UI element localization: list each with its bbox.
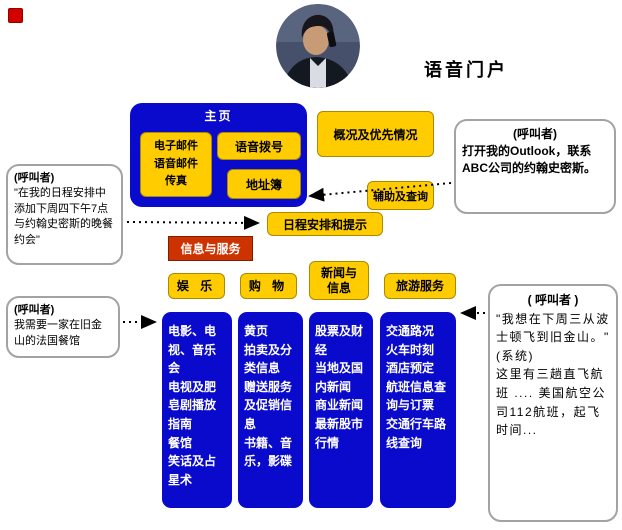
callout-text: 我需要一家在旧金山的法国餐馆 [14,319,102,347]
schedule-reminder-node: 日程安排和提示 [267,212,383,236]
callout-flight-request: ( 呼叫者 ) "我想在下周三从波士顿飞到旧金山。" (系统) 这里有三趟直飞航… [488,284,618,522]
corner-red-icon [8,8,23,23]
callout-text: "我想在下周三从波士顿飞到旧金山。" (系统) 这里有三趟直飞航班 .... 美… [496,311,610,438]
callout-speaker: (呼叫者) [513,127,557,141]
page-title: 语音门户 [424,60,508,80]
callout-speaker: (呼叫者) [14,172,55,184]
category-travel: 旅游服务 [384,273,456,299]
shopping-items-list: 黄页 拍卖及分类信息 赠送服务及促销信息 书籍、音乐，影碟 [238,312,303,508]
entertainment-items-list: 电影、电视、音乐会 电视及肥皂剧播放指南 餐馆 笑话及占星术 [162,312,232,508]
news-items-list: 股票及财经 当地及国内新闻 商业新闻 最新股市行情 [309,312,373,508]
callout-speaker: (呼叫者) [14,304,55,316]
person-on-phone-icon [276,4,360,88]
address-book-node: 地址簿 [227,169,301,199]
callout-text: 打开我的Outlook，联系ABC公司的约翰史密斯。 [462,143,596,175]
voice-dial-node: 语音拨号 [217,132,301,160]
category-shopping: 购 物 [240,273,297,299]
overview-priority-node: 概况及优先情况 [317,111,434,157]
category-entertainment: 娱 乐 [168,273,225,299]
arrow-to-schedule [126,215,260,230]
callout-schedule-request: (呼叫者) "在我的日程安排中添加下周四下午7点与约翰史密斯的晚餐约会" [6,164,123,265]
home-label: 主页 [204,109,233,123]
category-news-info: 新闻与 信息 [309,261,369,300]
callout-speaker: ( 呼叫者 ) [527,293,579,307]
travel-items-list: 交通路况 火车时刻 酒店预定 航班信息查询与订票 交通行车路线查询 [380,312,456,508]
assist-query-node: 辅助及查询 [367,181,434,210]
callout-outlook-request: (呼叫者) 打开我的Outlook，联系ABC公司的约翰史密斯。 [454,119,616,214]
info-services-node: 信息与服务 [168,236,253,261]
portrait-photo [276,4,360,88]
callout-restaurant-request: (呼叫者) 我需要一家在旧金山的法国餐馆 [6,296,120,358]
email-voicemail-fax-node: 电子邮件 语音邮件 传真 [140,132,212,197]
callout-text: "在我的日程安排中添加下周四下午7点与约翰史密斯的晚餐约会" [14,187,113,246]
